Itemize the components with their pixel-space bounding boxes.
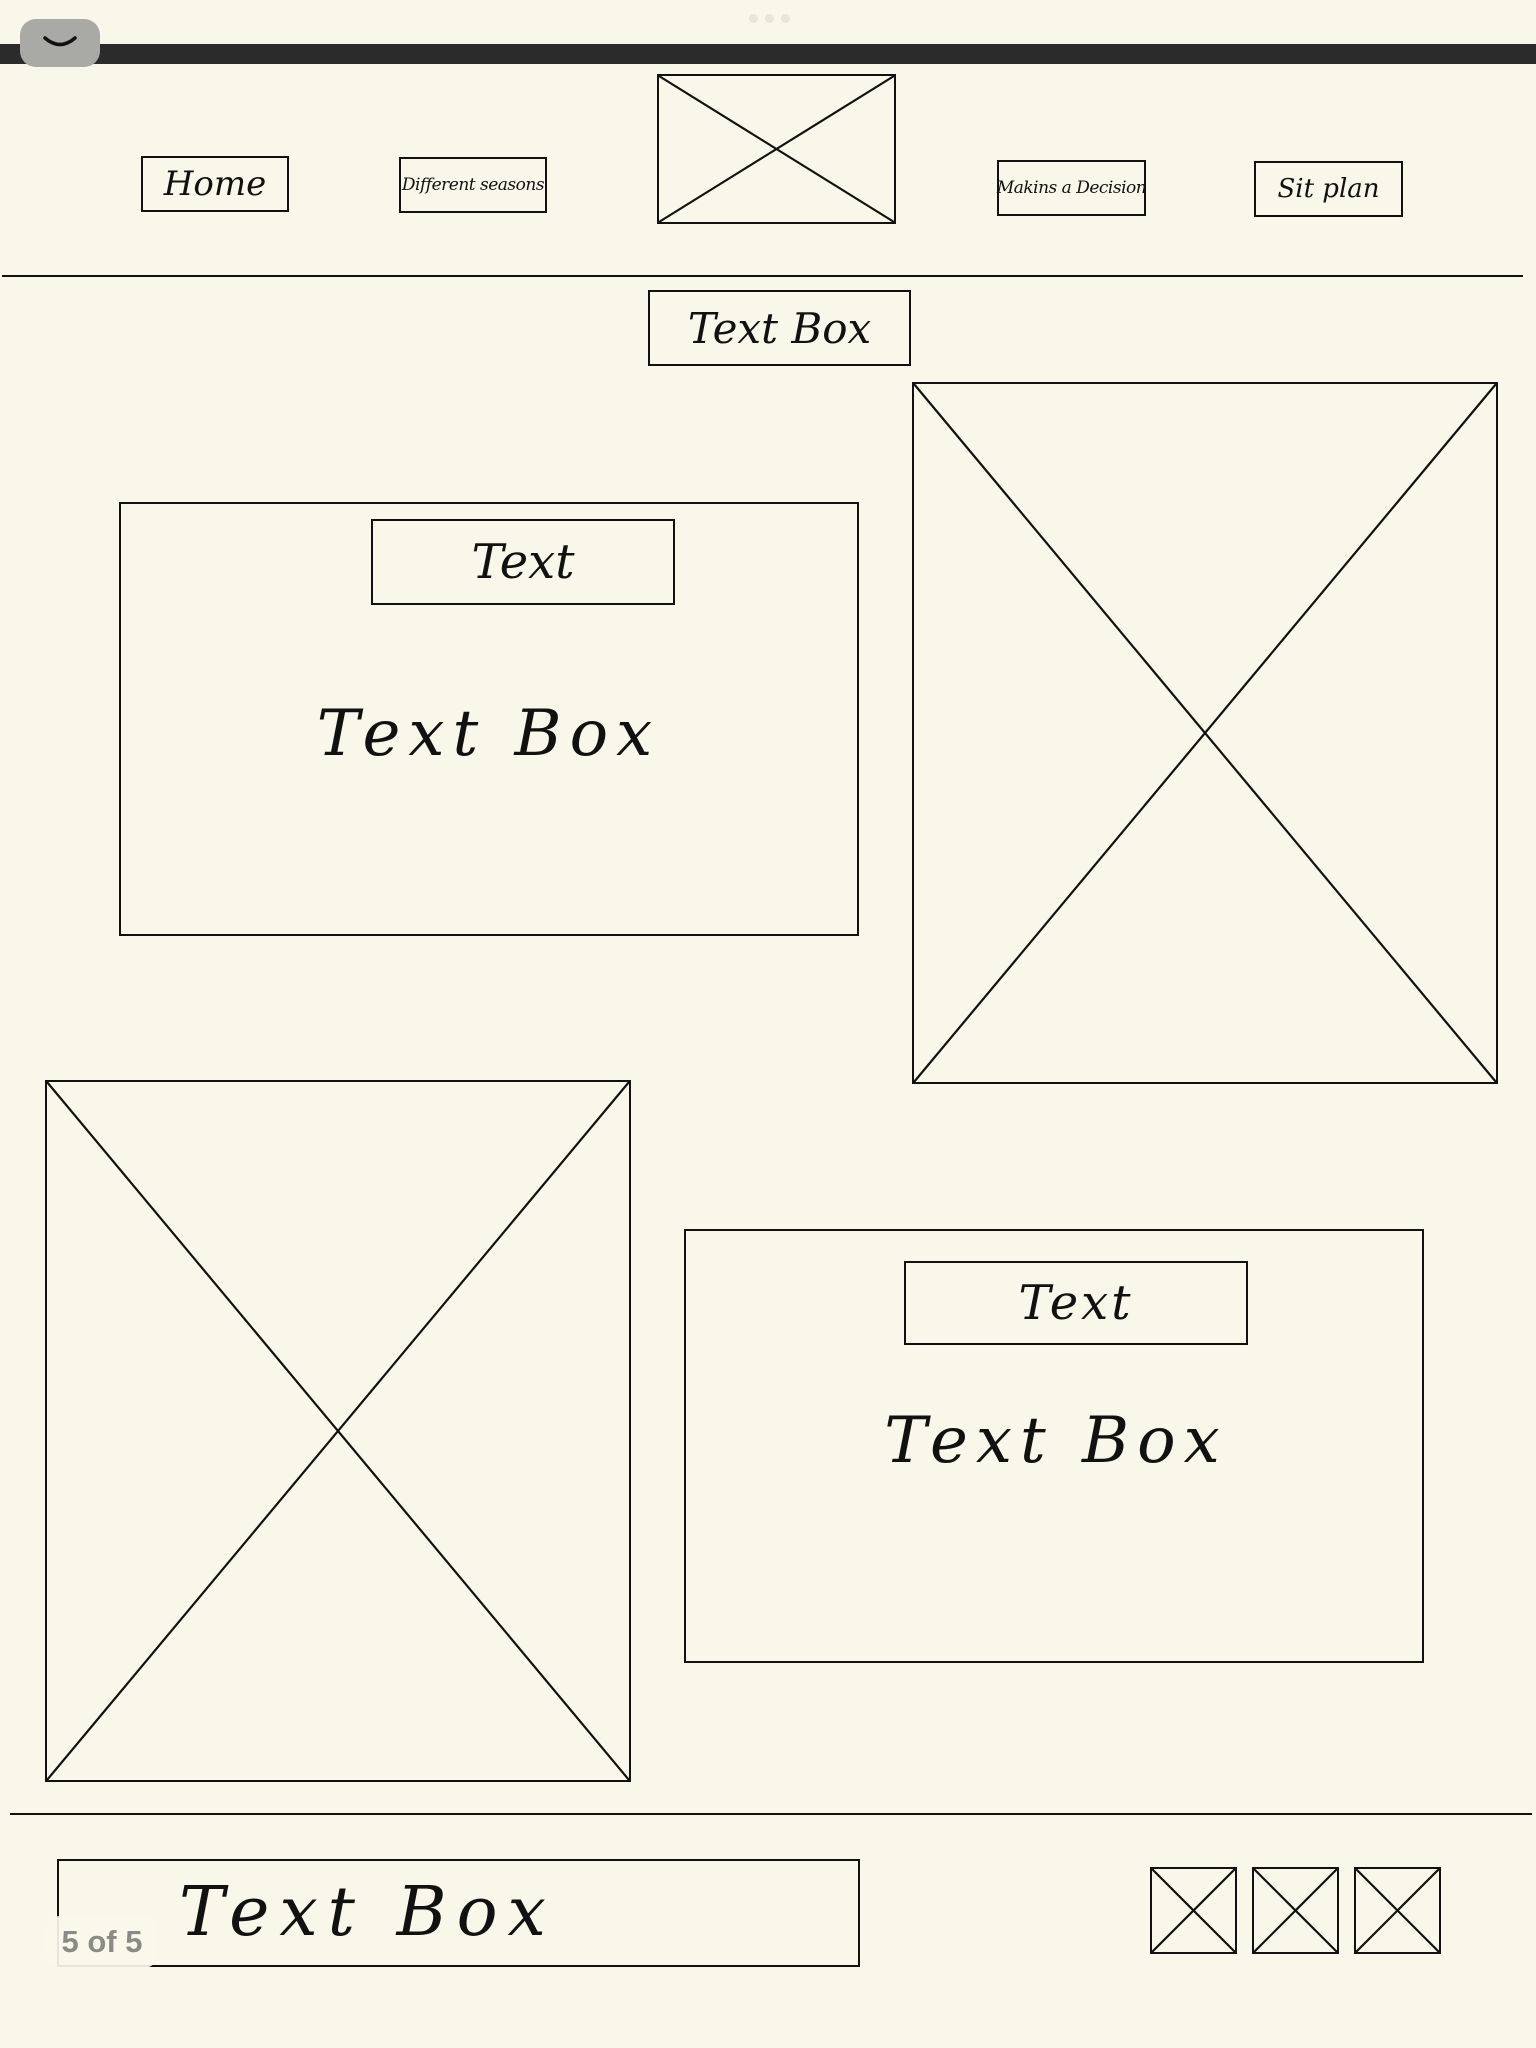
social-icon-2[interactable] [1252,1867,1339,1954]
card-bottom-heading: Text [1018,1275,1134,1331]
image-placeholder-icon [914,384,1496,1082]
nav-sit-plan-label: Sit plan [1277,174,1380,204]
header-divider [2,275,1523,277]
nav-home-button[interactable]: Home [141,156,289,212]
image-placeholder-icon [1356,1869,1439,1952]
content-card-bottom: Text Text Box [684,1229,1424,1663]
image-placeholder-icon [47,1082,629,1780]
card-top-body: Text Box [316,697,661,771]
card-bottom-body: Text Box [884,1404,1228,1478]
page-title: Text Box [687,303,872,353]
page-title-box: Text Box [648,290,911,366]
card-bottom-heading-box: Text [904,1261,1248,1345]
social-icon-1[interactable] [1150,1867,1237,1954]
footer-text-box: Text Box [57,1859,860,1967]
nav-home-label: Home [163,164,267,204]
footer-text: Text Box [179,1873,556,1952]
nav-making-decision-button[interactable]: Makins a Decision [996,160,1147,216]
nav-different-seasons-button[interactable]: Different seasons [399,157,547,213]
image-placeholder-icon [1152,1869,1235,1952]
card-top-heading: Text [471,534,575,590]
more-dots-icon[interactable] [744,14,794,26]
footer-divider [10,1813,1532,1815]
social-icon-3[interactable] [1354,1867,1441,1954]
card-bottom-body-box: Text Box [816,1391,1296,1491]
content-card-top: Text Text Box [119,502,859,936]
image-placeholder-icon [1254,1869,1337,1952]
image-placeholder-icon [659,76,894,222]
nav-making-decision-label: Makins a Decision [996,178,1147,198]
card-top-body-box: Text Box [121,684,856,784]
collapse-button[interactable] [20,19,100,67]
card-top-heading-box: Text [371,519,675,605]
image-placeholder-right [912,382,1498,1084]
top-toolbar [0,44,1536,64]
nav-sit-plan-button[interactable]: Sit plan [1254,161,1403,217]
chevron-down-icon [43,36,77,47]
logo-image-placeholder [657,74,896,224]
page-indicator: 5 of 5 [46,1916,158,1968]
nav-different-seasons-label: Different seasons [401,175,545,195]
image-placeholder-left [45,1080,631,1782]
